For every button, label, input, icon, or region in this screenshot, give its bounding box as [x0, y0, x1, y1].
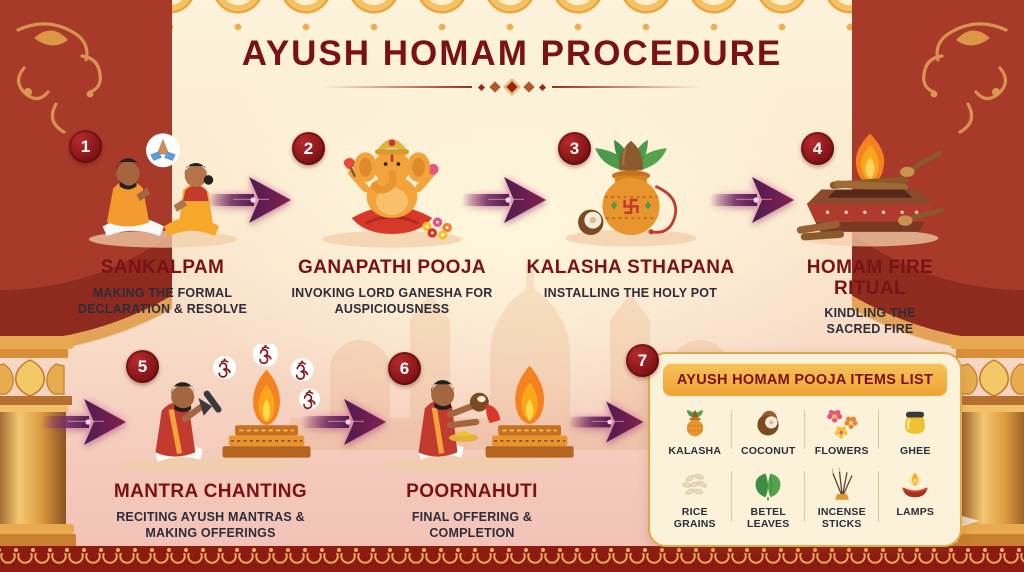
step-mantra-chanting: 5	[88, 344, 333, 541]
item-label: RICE GRAINS	[673, 506, 716, 531]
step-title: GANAPATHI POOJA	[298, 257, 486, 278]
pooja-items-title: AYUSH HOMAM POOJA ITEMS LIST	[676, 371, 934, 388]
step-number-badge: 4	[801, 132, 834, 165]
item-label: GHEE	[899, 445, 931, 457]
step-description: INVOKING LORD GANESHA FOR AUSPICIOUSNESS	[291, 285, 493, 316]
sankalpam-illustration	[88, 133, 237, 248]
pooja-items-grid: KALASHA COCONUT FLOWERS	[650, 396, 960, 534]
step-number-badge: 1	[69, 130, 102, 163]
list-item: RICE GRAINS	[658, 461, 732, 534]
flowers-icon	[826, 409, 858, 439]
step-title: HOMAM FIRE RITUAL	[806, 257, 934, 299]
list-item: BETEL LEAVES	[732, 461, 806, 534]
bottom-wave-border	[0, 546, 1024, 572]
page-title: AYUSH HOMAM PROCEDURE	[241, 34, 783, 73]
step-description: KINDLING THE SACRED FIRE	[824, 306, 916, 337]
step-number-badge: 5	[126, 350, 159, 383]
incense-sticks-icon	[831, 467, 853, 500]
ghee-icon	[905, 411, 926, 434]
step-number-badge: 6	[388, 352, 421, 385]
step-description: MAKING THE FORMAL DECLARATION & RESOLVE	[77, 285, 248, 316]
step-title: MANTRA CHANTING	[113, 481, 308, 502]
list-item: FLOWERS	[805, 400, 879, 461]
item-label: KALASHA	[668, 445, 722, 457]
mantra-chanting-illustration	[118, 344, 320, 474]
step-poornahuti: 6	[352, 344, 592, 541]
kalasha-illustration	[564, 139, 697, 247]
betel-leaves-icon	[755, 473, 781, 501]
step-number-badge: 2	[292, 132, 325, 165]
lamps-icon	[902, 472, 929, 498]
list-item: GHEE	[879, 400, 953, 461]
step-title: KALASHA STHAPANA	[526, 257, 735, 278]
list-item: COCONUT	[732, 400, 806, 461]
title-divider	[0, 78, 1024, 96]
step-description: INSTALLING THE HOLY POT	[543, 285, 718, 300]
ganesha-illustration	[322, 139, 462, 248]
pooja-items-panel: AYUSH HOMAM POOJA ITEMS LIST KALASHA	[648, 352, 962, 547]
list-item: KALASHA	[658, 400, 732, 461]
item-label: LAMPS	[896, 506, 935, 519]
item-label: FLOWERS	[814, 445, 869, 457]
step-description: RECITING AYUSH MANTRAS & MAKING OFFERING…	[116, 509, 305, 540]
ornate-corner-left	[0, 0, 172, 352]
step-ganapathi-pooja: 2	[282, 128, 502, 317]
kalasha-icon	[686, 410, 703, 437]
step-homam-fire-ritual: 4	[775, 128, 965, 337]
rice-grains-icon	[681, 474, 707, 495]
step-title: POORNAHUTI	[406, 481, 538, 502]
item-label: BETEL LEAVES	[747, 506, 790, 531]
item-label: INCENSE STICKS	[817, 506, 866, 531]
list-item: INCENSE STICKS	[805, 461, 879, 534]
poornahuti-illustration	[379, 365, 574, 474]
item-label: COCONUT	[741, 445, 796, 457]
om-chant-bubbles	[212, 344, 320, 410]
step-description: FINAL OFFERING & COMPLETION	[411, 509, 533, 540]
step-sankalpam: 1 SANKALPAM MAK	[55, 128, 270, 317]
pooja-items-header: AYUSH HOMAM POOJA ITEMS LIST	[663, 363, 947, 396]
step-number-badge: 7	[626, 344, 659, 377]
step-number-badge: 3	[558, 132, 591, 165]
list-item: LAMPS	[879, 461, 953, 534]
fire-altar-illustration	[796, 133, 944, 247]
step-title: SANKALPAM	[100, 257, 225, 278]
step-kalasha-sthapana: 3	[518, 128, 743, 301]
coconut-icon	[757, 410, 779, 436]
